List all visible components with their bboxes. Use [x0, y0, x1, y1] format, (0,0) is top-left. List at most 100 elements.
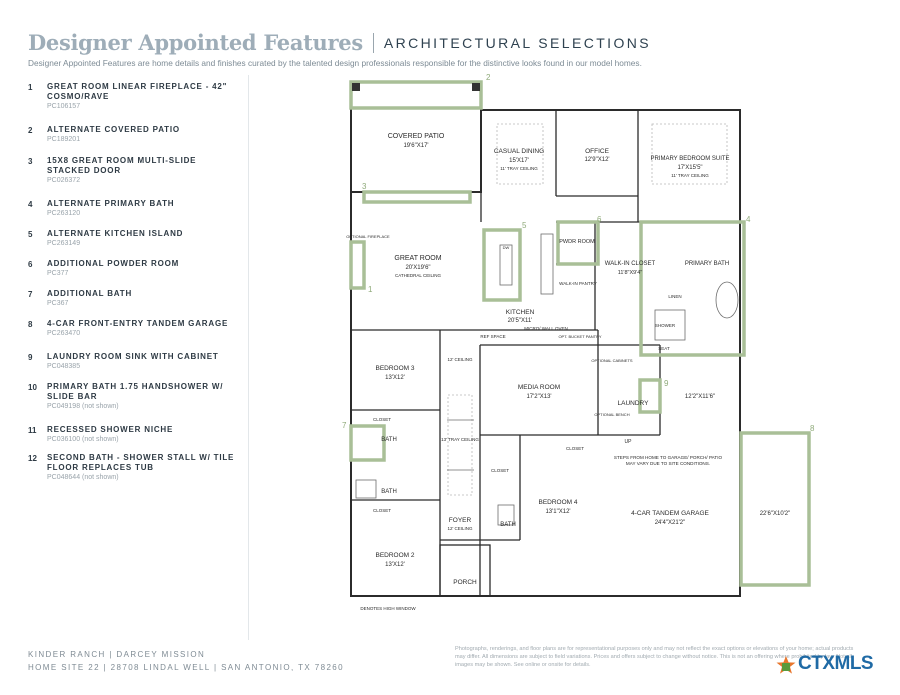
size-garage-extension: 22'6"X10'2" [760, 511, 791, 517]
feature-body: 15x8 Great Room Multi-Slide Stacked Door… [47, 156, 237, 186]
feature-code: PC049198 (not shown) [47, 403, 119, 410]
feature-number: 6 [28, 260, 33, 269]
label-closet-1: CLOSET [373, 417, 391, 422]
size-bedroom4: 13'1"X12' [545, 509, 570, 515]
label-walkin-closet: WALK-IN CLOSET [605, 261, 656, 267]
feature-number: 9 [28, 353, 33, 362]
size-bedroom2: 13'X12' [385, 562, 405, 568]
highlight-additional-bath [349, 424, 386, 462]
feature-title: Great Room Linear Fireplace - 42" Cosmo/… [47, 82, 228, 101]
highlight-tandem-garage [739, 431, 811, 587]
feature-body: Great Room Linear Fireplace - 42" Cosmo/… [47, 82, 237, 112]
feature-body: Alternate Kitchen IslandPC263149 [47, 229, 237, 249]
feature-item: 4Alternate Primary BathPC263120 [28, 199, 238, 219]
note-casual-dining: 11' TRAY CEILING [500, 166, 538, 171]
feature-title: Primary Bath 1.75 Handshower w/ Slide Ba… [47, 382, 224, 401]
feature-number: 5 [28, 230, 33, 239]
label-ceiling-12: 12' CEILING [447, 357, 473, 362]
label-office: OFFICE [585, 148, 609, 155]
column-divider [248, 75, 249, 640]
feature-number: 2 [28, 126, 33, 135]
label-casual-dining: CASUAL DINING [494, 148, 544, 155]
feature-title: Second Bath - Shower Stall w/ Tile Floor… [47, 453, 235, 472]
label-laundry: LAUNDRY [618, 400, 650, 407]
bath-tub-2 [497, 504, 515, 526]
feature-title: 4-Car Front-Entry Tandem Garage [47, 319, 229, 328]
label-optional-cabinets: OPTIONAL CABINETS [591, 358, 633, 363]
bath-tub [355, 479, 377, 499]
feature-body: Recessed Shower NichePC036100 (not shown… [47, 425, 237, 445]
feature-item: 9 Laundry Room Sink with CabinetPC048385 [28, 352, 238, 372]
feature-body: Laundry Room Sink with CabinetPC048385 [47, 352, 237, 372]
label-shower: SHOWER [655, 323, 676, 328]
footer-homesite: HOME SITE 22 | 28708 LINDAL WELL | SAN A… [28, 663, 344, 672]
size-covered-patio: 19'6"X17' [403, 143, 428, 149]
note-great-room: CATHEDRAL CEILING [395, 273, 442, 278]
label-seat: SEAT [658, 346, 670, 351]
callout-2: 2 [486, 73, 491, 82]
primary-tub [715, 281, 739, 319]
primary-shower [654, 309, 686, 341]
callout-7: 7 [342, 421, 347, 430]
label-foyer: FOYER [449, 517, 472, 524]
feature-number: 4 [28, 200, 33, 209]
header-divider [372, 33, 374, 53]
label-bath-2: BATH [381, 489, 397, 495]
size-great-room: 20'X19'6" [405, 265, 430, 271]
room-labels: COVERED PATIO 19'6"X17' CASUAL DINING 15… [346, 133, 790, 611]
kitchen-sink [499, 244, 513, 286]
feature-item: 7 Additional BathPC367 [28, 289, 238, 309]
fixtures [355, 233, 739, 526]
note-primary-suite: 11' TRAY CEILING [671, 173, 709, 178]
highlight-covered-patio [349, 80, 483, 110]
size-garage-area: 12'2"X11'6" [685, 394, 715, 400]
feature-code: PC048385 [47, 363, 81, 370]
label-bath-1: BATH [381, 437, 397, 443]
feature-code: PC263149 [47, 240, 81, 247]
size-walkin-closet: 11'8"X9'4" [618, 270, 643, 276]
feature-body: Additional BathPC367 [47, 289, 237, 309]
feature-item: 5 Alternate Kitchen IslandPC263149 [28, 229, 238, 249]
callout-9: 9 [664, 379, 669, 388]
label-garage: 4-CAR TANDEM GARAGE [631, 510, 709, 517]
feature-body: 4-Car Front-Entry Tandem GaragePC263470 [47, 319, 237, 339]
garage-note-box: STEPS FROM HOME TO GARAGE/ PORCH/ PATIO … [613, 455, 723, 466]
size-office: 12'9"X12' [584, 157, 609, 163]
intro-text: Designer Appointed Features are home det… [28, 58, 642, 68]
label-up: UP [625, 439, 633, 445]
size-media-room: 17'2"X13' [526, 394, 551, 400]
label-garage-note: STEPS FROM HOME TO GARAGE/ PORCH/ PATIO … [613, 455, 723, 466]
feature-code: PC048644 (not shown) [47, 474, 119, 481]
callout-8: 8 [810, 424, 815, 433]
feature-number: 3 [28, 157, 33, 166]
label-media-room: MEDIA ROOM [518, 384, 560, 391]
size-primary-suite: 17'X15'5" [677, 165, 702, 171]
label-micro-wall-oven: MICRO/ WALL OVEN [524, 326, 567, 331]
highlight-stacked-door [362, 190, 472, 204]
floor-plan: COVERED PATIO 19'6"X17' CASUAL DINING 15… [342, 73, 815, 611]
label-ref-space: REF SPACE [480, 334, 505, 339]
label-primary-bath: PRIMARY BATH [685, 261, 729, 267]
feature-code: PC263470 [47, 330, 81, 337]
label-opt-bucket: OPT. BUCKET PANTRY [558, 334, 601, 339]
size-garage: 24'4"X21'2" [655, 520, 686, 526]
porch-outline [439, 544, 491, 597]
feature-number: 7 [28, 290, 33, 299]
feature-code: PC036100 (not shown) [47, 436, 119, 443]
star-icon [776, 656, 796, 674]
feature-code: PC026372 [47, 177, 81, 184]
label-bath-3: BATH [500, 522, 516, 528]
highlight-primary-bath [639, 220, 746, 357]
highlight-kitchen-island [482, 228, 522, 302]
footer-community: KINDER RANCH | DARCEY MISSION [28, 650, 206, 659]
feature-body: Alternate Covered PatioPC189201 [47, 125, 237, 145]
feature-title: Recessed Shower Niche [47, 425, 174, 434]
feature-item: 2 Alternate Covered PatioPC189201 [28, 125, 238, 145]
label-closet-3: CLOSET [491, 468, 509, 473]
feature-number: 8 [28, 320, 33, 329]
feature-code: PC189201 [47, 136, 81, 143]
feature-item: 8 4-Car Front-Entry Tandem GaragePC263470 [28, 319, 238, 339]
feature-number: 12 [28, 454, 37, 463]
size-bedroom3: 13'X12' [385, 375, 405, 381]
